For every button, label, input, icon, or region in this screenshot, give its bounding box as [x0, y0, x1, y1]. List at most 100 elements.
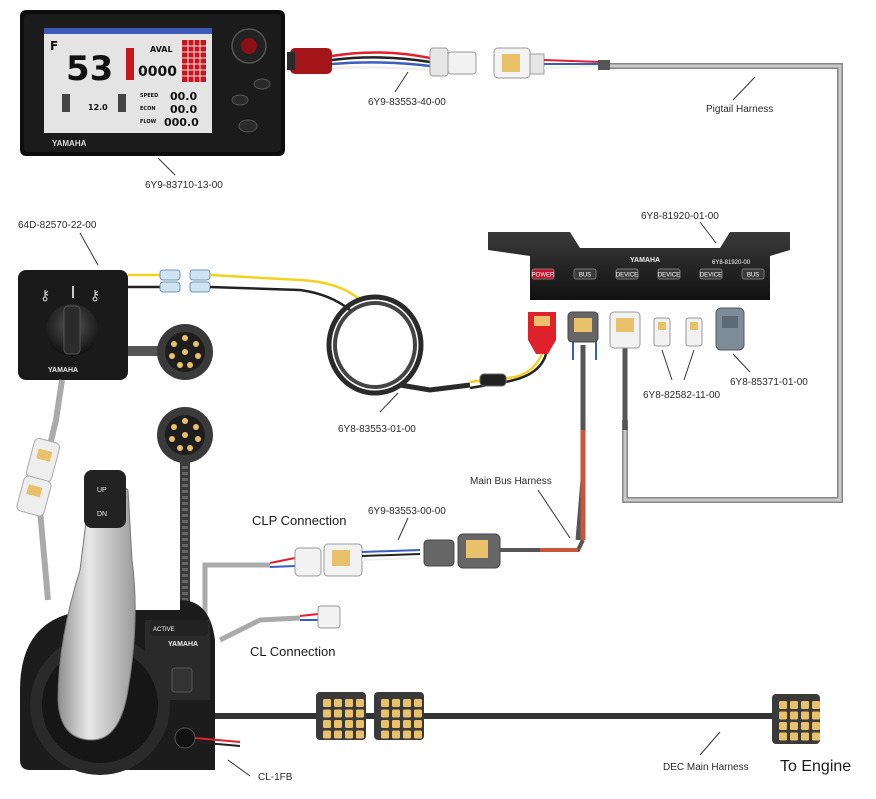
dec-pin: [403, 720, 411, 728]
display-unit: F 53 0000 AVAL SPEED 00.0 ECON 00.0 FLOW…: [20, 10, 285, 156]
device-connector-white: [609, 311, 641, 349]
switch-harness-coil: [326, 294, 507, 396]
flow-label: FLOW: [140, 119, 157, 125]
dec-pin: [345, 709, 353, 718]
dec-main-harness: [210, 692, 820, 744]
throttle-lever[interactable]: UP DN: [57, 470, 136, 741]
tether-switch[interactable]: [174, 727, 196, 749]
pigtail-harness-label: Pigtail Harness: [706, 104, 773, 115]
dec-leader: [699, 731, 721, 756]
trim-down-label: DN: [97, 511, 107, 518]
terminator-leader-1: [661, 349, 673, 381]
dec-pin: [779, 711, 787, 720]
clp-connection-label: CLP Connection: [252, 513, 346, 528]
trim-up-label: UP: [97, 487, 107, 494]
dec-pin: [790, 722, 798, 730]
dec-pin: [790, 711, 798, 720]
display-part-label: 6Y9-83710-13-00: [145, 180, 223, 191]
hub-port-bus-5: [741, 268, 765, 280]
dec-pin: [403, 699, 411, 707]
to-engine-label: To Engine: [780, 758, 851, 775]
dec-pin: [345, 720, 353, 728]
dec-pin: [323, 709, 331, 718]
hub-stamp: 6Y8-81920-00: [712, 260, 751, 266]
pigtail-adapter-label: 6Y9-83553-40-00: [368, 97, 446, 108]
terminator-connector-2: [685, 317, 703, 347]
display-button-menu[interactable]: [238, 119, 258, 133]
power-connector: [499, 312, 556, 384]
main-bus-leader: [537, 489, 571, 539]
hub-port-device-2: [615, 268, 639, 280]
dec-pin: [345, 699, 353, 707]
dec-pin: [323, 720, 331, 728]
dec-pin: [392, 730, 400, 739]
dec-pin: [334, 730, 342, 739]
cl-white-plug: [317, 605, 341, 629]
dec-pin: [392, 699, 400, 707]
hub-port-label: DEVICE: [700, 273, 722, 279]
dec-pin: [801, 722, 809, 730]
control-button[interactable]: [171, 667, 193, 693]
dec-pin: [403, 730, 411, 739]
hub-port-bus-1: [573, 268, 597, 280]
pigtail-harness-leader: [732, 76, 756, 101]
cap-label: 6Y8-85371-01-00: [730, 377, 808, 388]
key-off-icon: ⚷: [40, 288, 50, 304]
hub-brand: YAMAHA: [630, 257, 660, 264]
dec-pin: [801, 732, 809, 741]
cl-harness: [218, 605, 341, 643]
key-on-mark: [72, 286, 74, 298]
dec-pin: [812, 732, 820, 741]
switch-brand: YAMAHA: [48, 367, 78, 374]
dec-pin: [414, 709, 422, 718]
active-indicator: ACTIVE: [153, 627, 175, 633]
inline-connector: [479, 373, 507, 387]
white-connector: [447, 51, 477, 75]
speed-value: 00.0: [170, 90, 197, 103]
dec-pin: [356, 709, 364, 718]
pigtail-adapter-leader: [394, 71, 409, 93]
switch-part-label: 64D-82570-22-00: [18, 220, 97, 231]
key-start-icon: ⚷: [90, 288, 100, 304]
dec-pin: [345, 730, 353, 739]
dec-main-label: DEC Main Harness: [663, 762, 749, 773]
hub-port-device-4: [699, 268, 723, 280]
dec-pin: [334, 709, 342, 718]
speed-label: SPEED: [140, 93, 158, 99]
dec-pin: [323, 699, 331, 707]
control-brand: YAMAHA: [168, 641, 198, 648]
fuel-indicator: F: [50, 39, 58, 53]
clp-harness: [202, 533, 585, 620]
dec-pin: [381, 730, 389, 739]
display-button-set[interactable]: [253, 78, 271, 90]
pigtail-harness-cable: [600, 63, 843, 503]
switch-panel: ⚷ ⚷ YAMAHA: [18, 270, 128, 380]
dec-pin: [790, 732, 798, 741]
display-leader-line: [157, 157, 176, 176]
display-button-page[interactable]: [231, 94, 249, 106]
dec-pin: [392, 720, 400, 728]
display-dial-center[interactable]: [241, 38, 257, 54]
dec-pin: [381, 709, 389, 718]
clp-adapter-label: 6Y9-83553-00-00: [368, 506, 446, 517]
dec-pin: [334, 699, 342, 707]
hub-port-label: BUS: [579, 273, 591, 279]
cap-leader: [732, 353, 751, 373]
econ-label: ECON: [140, 106, 156, 112]
trim-value: 12.0: [88, 103, 108, 112]
dec-pin: [414, 699, 422, 707]
hub-leader: [699, 221, 717, 244]
pigtail-adapter: [287, 47, 610, 79]
main-bus-label: Main Bus Harness: [470, 476, 552, 487]
dec-pin: [779, 732, 787, 741]
dec-pin: [812, 711, 820, 720]
switch-harness-label: 6Y8-83553-01-00: [338, 424, 416, 435]
cl-connection-label: CL Connection: [250, 644, 336, 659]
clp-adapter-leader: [397, 517, 409, 541]
control-round-connector: [157, 407, 213, 620]
dec-pin: [403, 709, 411, 718]
cap-connector: [715, 307, 745, 351]
trim-switch-cable: [16, 379, 65, 601]
